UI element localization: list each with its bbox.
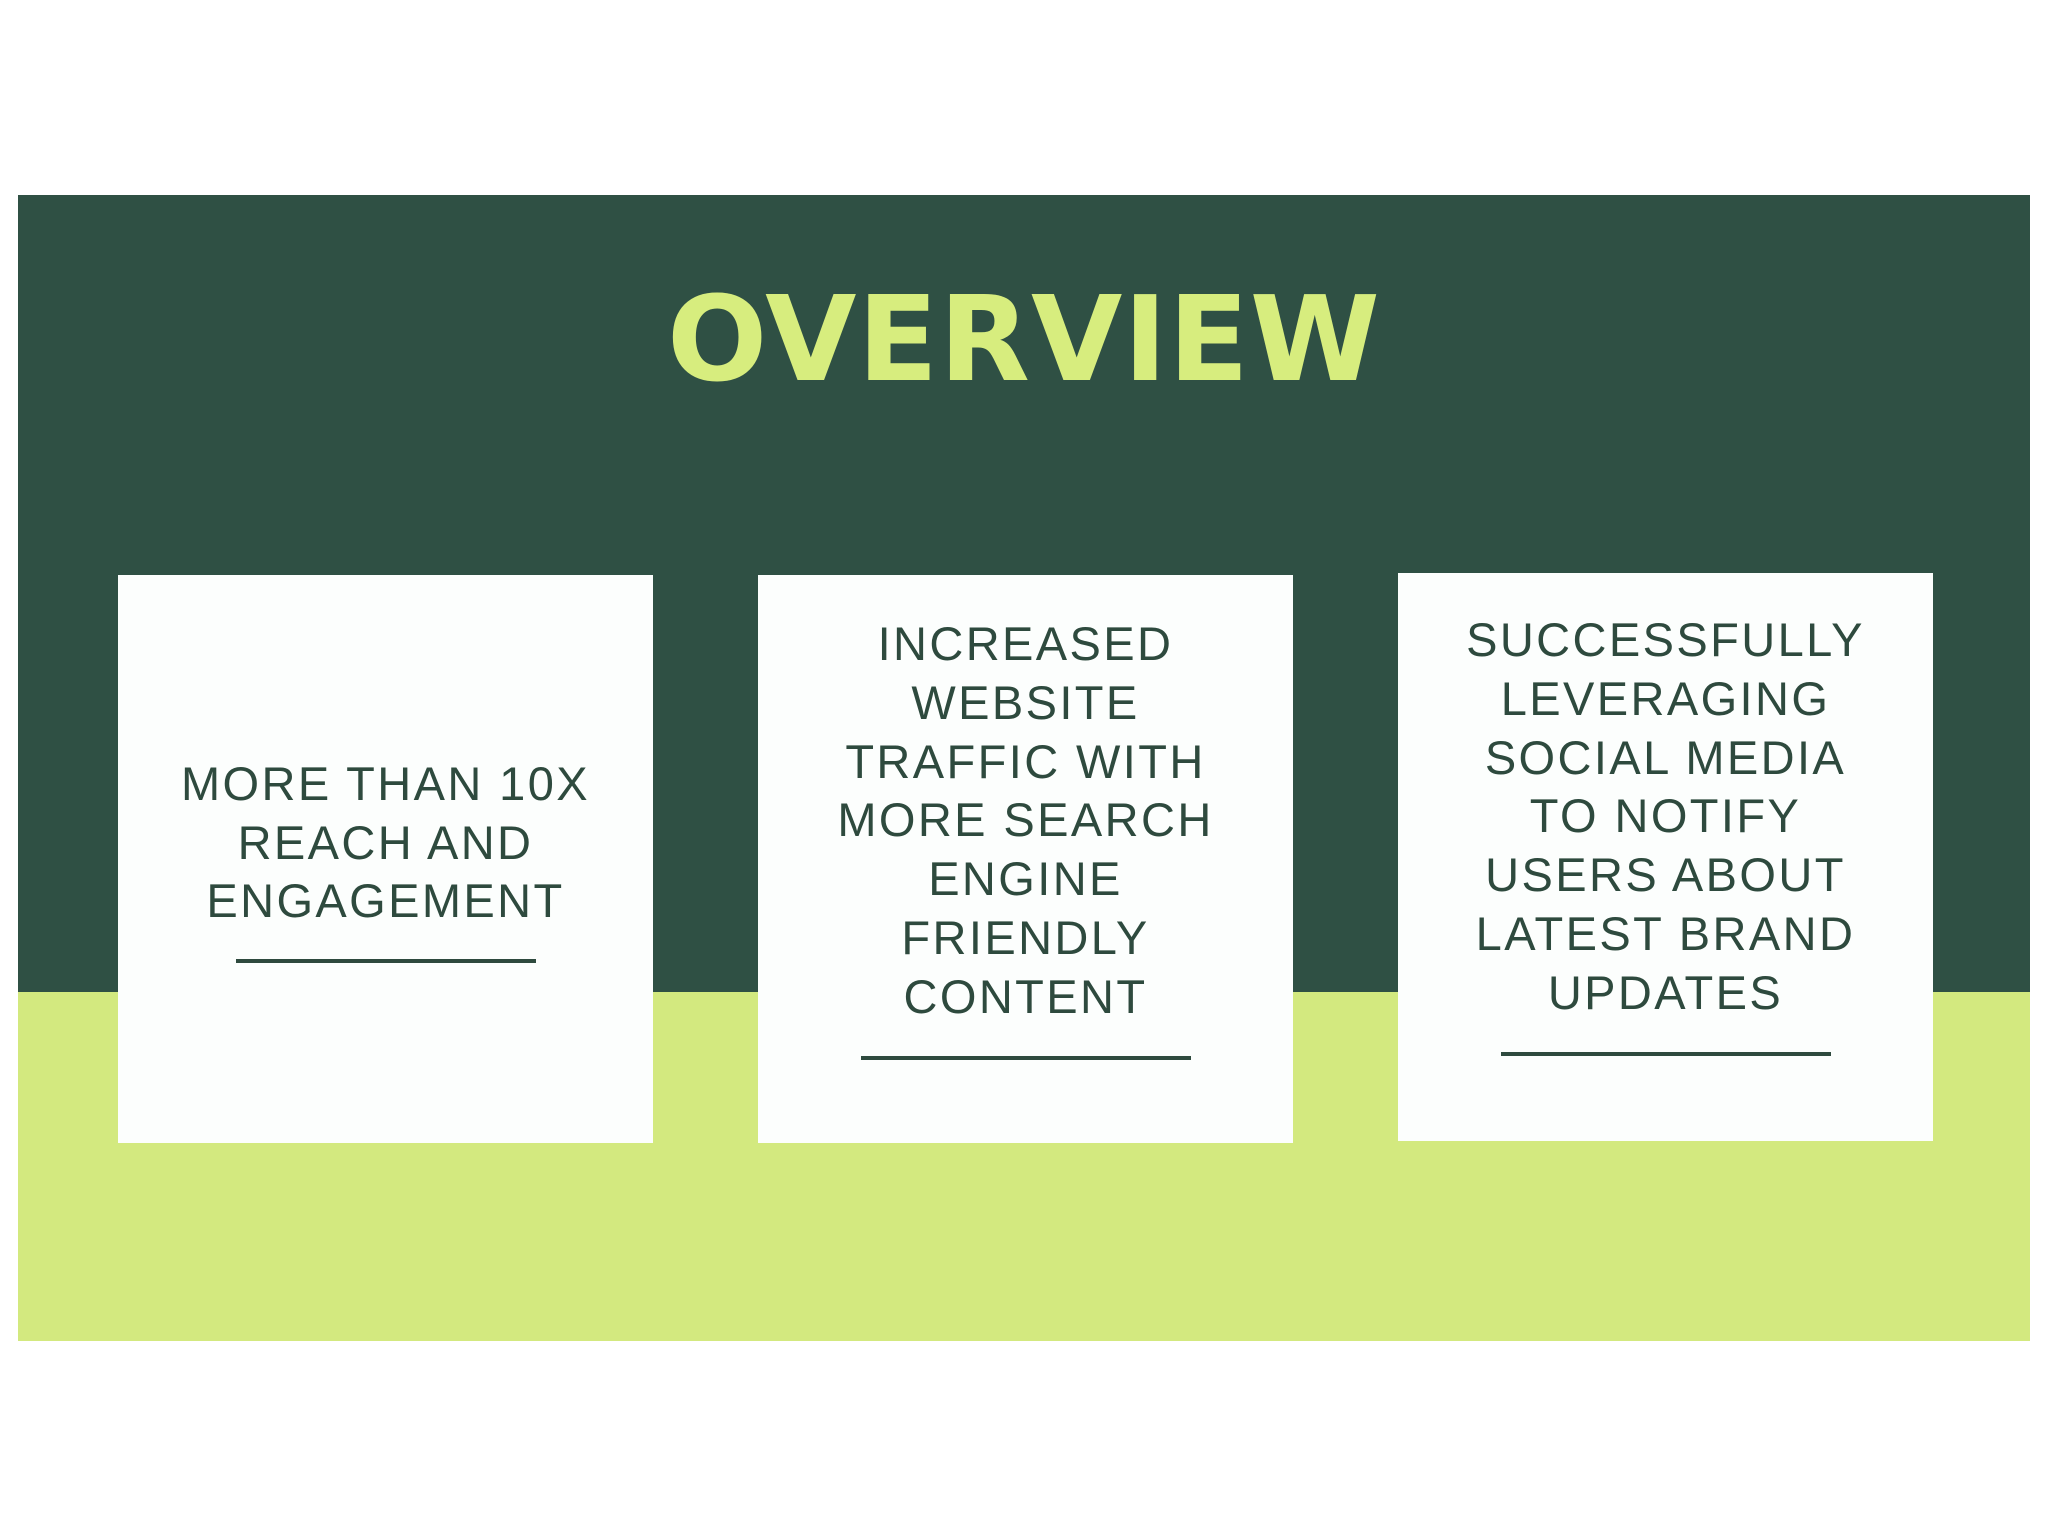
card-3-line-3: SOCIAL MEDIA bbox=[1484, 730, 1847, 784]
card-2-line-2: WEBSITE bbox=[911, 675, 1140, 729]
card-2-text: INCREASED WEBSITE TRAFFIC WITH MORE SEAR… bbox=[758, 615, 1293, 1026]
card-3-line-7: UPDATES bbox=[1547, 965, 1784, 1019]
card-1-line-2: REACH AND bbox=[237, 815, 534, 869]
card-2-line-5: ENGINE bbox=[928, 852, 1123, 905]
card-3-divider bbox=[1500, 1052, 1831, 1057]
card-3-line-6: LATEST BRAND bbox=[1475, 906, 1856, 960]
card-2-line-3: TRAFFIC WITH bbox=[845, 734, 1206, 788]
card-3-line-2: LEVERAGING bbox=[1500, 671, 1831, 725]
card-1-text: MORE THAN 10X REACH AND ENGAGEMENT bbox=[118, 755, 653, 931]
card-1-line-1: MORE THAN 10X bbox=[180, 756, 591, 810]
card-3-line-4: TO NOTIFY bbox=[1529, 789, 1802, 843]
card-2-line-7: CONTENT bbox=[903, 969, 1148, 1023]
card-2-line-4: MORE SEARCH bbox=[837, 793, 1214, 847]
overview-card-3: SUCCESSFULLY LEVERAGING SOCIAL MEDIA TO … bbox=[1398, 573, 1933, 1141]
card-2-line-1: INCREASED bbox=[877, 617, 1174, 670]
card-3-text: SUCCESSFULLY LEVERAGING SOCIAL MEDIA TO … bbox=[1398, 611, 1933, 1022]
slide-canvas: OVERVIEW MORE THAN 10X REACH AND ENGAGEM… bbox=[18, 195, 2030, 1341]
card-group: MORE THAN 10X REACH AND ENGAGEMENT INCRE… bbox=[18, 195, 2030, 1341]
card-2-line-6: FRIENDLY bbox=[901, 910, 1150, 964]
overview-card-2: INCREASED WEBSITE TRAFFIC WITH MORE SEAR… bbox=[758, 575, 1293, 1143]
card-1-line-3: ENGAGEMENT bbox=[206, 874, 565, 928]
overview-card-1: MORE THAN 10X REACH AND ENGAGEMENT bbox=[118, 575, 653, 1143]
card-3-line-5: USERS ABOUT bbox=[1485, 848, 1846, 901]
card-3-line-1: SUCCESSFULLY bbox=[1466, 613, 1865, 666]
card-2-divider bbox=[860, 1056, 1191, 1061]
page-title: OVERVIEW bbox=[667, 270, 1381, 408]
card-1-divider bbox=[235, 959, 536, 964]
